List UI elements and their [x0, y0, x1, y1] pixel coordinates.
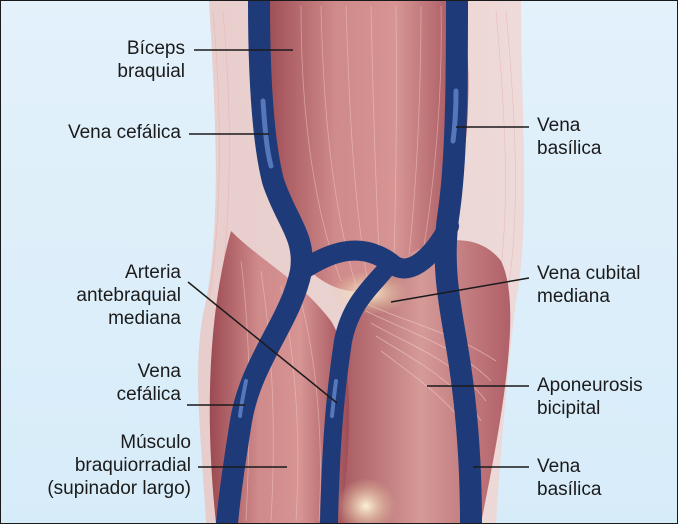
label-line: mediana: [537, 285, 671, 308]
label-line: Arteria: [51, 261, 181, 284]
label-vena-basilica-upper: Vena basílica: [537, 114, 657, 160]
label-vena-basilica-lower: Vena basílica: [537, 455, 657, 501]
label-line: Vena cubital: [537, 262, 671, 285]
label-vena-cefalica-upper: Vena cefálica: [21, 121, 181, 144]
label-line: Vena cefálica: [21, 121, 181, 144]
label-line: Aponeurosis: [537, 374, 671, 397]
label-line: bicipital: [537, 397, 671, 420]
label-line: antebraquial: [51, 284, 181, 307]
label-line: mediana: [51, 307, 181, 330]
label-biceps-braquial: Bíceps braquial: [81, 37, 185, 83]
label-vena-cefalica-lower: Vena cefálica: [81, 360, 181, 406]
label-line: Vena: [537, 114, 657, 137]
label-line: Vena: [537, 455, 657, 478]
label-aponeurosis-bicipital: Aponeurosis bicipital: [537, 374, 671, 420]
label-line: Músculo: [5, 431, 191, 454]
label-line: basílica: [537, 478, 657, 501]
label-line: basílica: [537, 137, 657, 160]
label-line: cefálica: [81, 383, 181, 406]
label-line: Vena: [81, 360, 181, 383]
label-line: Bíceps: [81, 37, 185, 60]
label-arteria-antebraquial-mediana: Arteria antebraquial mediana: [51, 261, 181, 330]
label-line: braquiorradial: [5, 454, 191, 477]
label-line: braquial: [81, 60, 185, 83]
label-line: (supinador largo): [5, 477, 191, 500]
label-musculo-braquiorradial: Músculo braquiorradial (supinador largo): [5, 431, 191, 500]
label-vena-cubital-mediana: Vena cubital mediana: [537, 262, 671, 308]
